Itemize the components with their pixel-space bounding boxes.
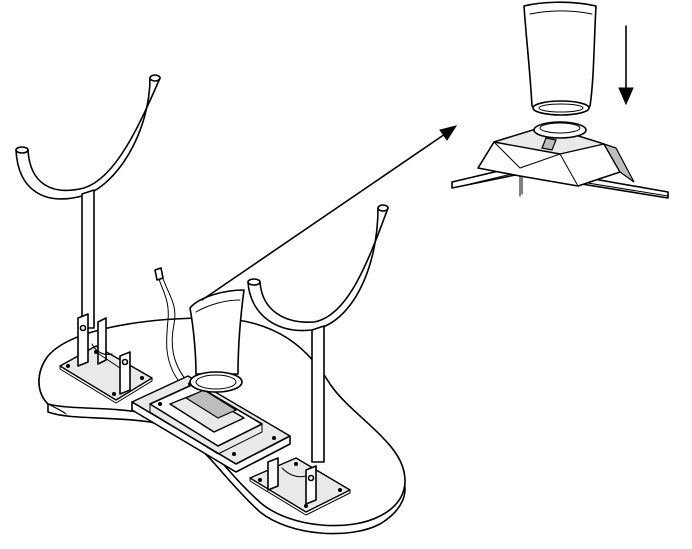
insert-direction-arrow xyxy=(618,25,634,106)
leader-arrow-head xyxy=(439,125,458,141)
left-stand xyxy=(15,74,161,404)
right-stand-tube-inner xyxy=(259,207,389,323)
power-cable xyxy=(154,267,187,381)
center-base-block xyxy=(131,375,291,473)
right-bracket-front xyxy=(305,465,317,505)
insert-arrow-head xyxy=(618,87,634,106)
right-stand-post xyxy=(311,325,325,463)
left-bracket-back xyxy=(77,313,89,367)
detail-sleeve xyxy=(523,1,597,113)
right-bracket-back xyxy=(267,457,279,491)
right-stand-tube-outer xyxy=(247,207,379,332)
left-stand-tube-outer xyxy=(15,77,151,200)
left-tube-end-left xyxy=(15,146,29,154)
sleeve-body xyxy=(189,289,245,375)
right-tube-end-left xyxy=(247,278,261,286)
left-bracket-front xyxy=(119,351,131,395)
left-tube-end-right xyxy=(149,74,161,82)
detail-ring xyxy=(533,121,587,139)
left-stand-tube-inner xyxy=(27,77,161,192)
detail-inset xyxy=(451,1,669,199)
right-tube-end-right xyxy=(377,204,389,212)
right-stand xyxy=(247,204,389,516)
sleeve xyxy=(189,289,245,393)
leader-arrow-to-detail xyxy=(201,125,458,301)
left-stand-post xyxy=(81,189,95,329)
